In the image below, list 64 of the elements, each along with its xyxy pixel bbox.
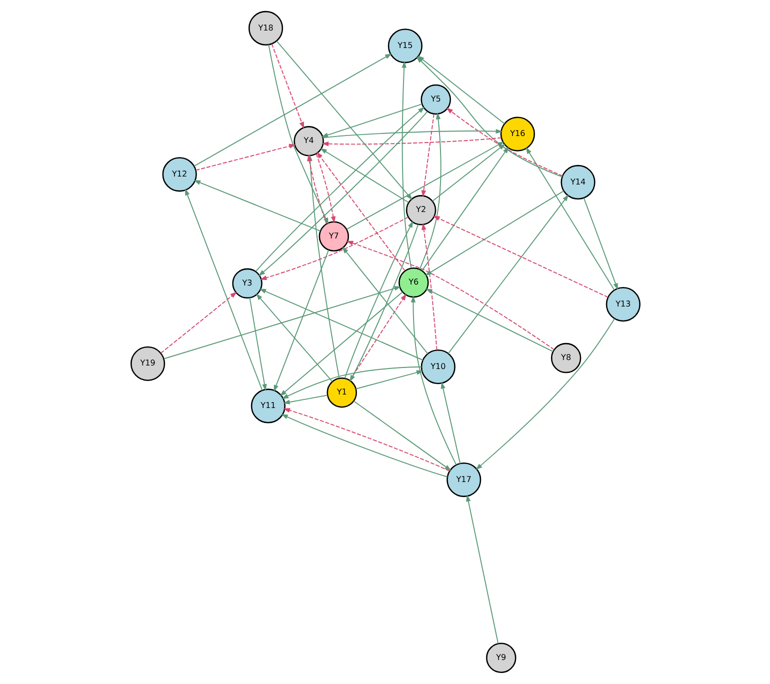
node-circle: Y7 [318, 221, 349, 252]
node-circle: Y16 [500, 116, 534, 152]
arrow [418, 112, 441, 270]
node-circle: Y13 [605, 287, 640, 322]
node-circle: Y1 [326, 377, 356, 408]
node-circle: Y12 [162, 157, 196, 192]
arrow [321, 137, 502, 146]
arrow [354, 370, 423, 390]
arrow [184, 188, 262, 391]
arrow [421, 223, 437, 350]
node-circle: Y6 [398, 267, 428, 298]
arrow [401, 61, 412, 269]
arrow [281, 366, 422, 399]
arrow [193, 180, 320, 232]
arrow [320, 104, 422, 138]
node-circle: Y8 [550, 342, 581, 374]
arrow [315, 153, 336, 224]
arrow [279, 292, 402, 396]
arrow [280, 414, 448, 478]
arrow [193, 54, 392, 167]
arrow [420, 114, 434, 198]
arrow [316, 152, 405, 272]
arrow [255, 293, 332, 382]
arrow [282, 394, 328, 404]
arrow [424, 190, 564, 276]
arrow [342, 246, 428, 354]
node-circle: Y4 [293, 126, 324, 156]
node-circle: Y2 [405, 195, 436, 226]
arrow [475, 318, 614, 470]
node-circle: Y9 [486, 642, 516, 673]
arrow [194, 144, 296, 171]
arrow [466, 494, 498, 644]
node-circle: Y5 [420, 84, 450, 115]
node-circle: Y14 [560, 164, 595, 200]
node-circle: Y19 [130, 346, 165, 381]
node-circle: Y10 [420, 350, 455, 384]
arrow [582, 197, 618, 290]
arrow [259, 216, 408, 280]
arrow [352, 400, 451, 471]
arrow [421, 146, 508, 272]
node-circle: Y3 [232, 268, 262, 299]
arrow [425, 288, 554, 352]
arrow [270, 43, 304, 129]
arrow [447, 194, 568, 354]
arrow [320, 148, 409, 203]
arrow [258, 288, 423, 361]
arrow [160, 292, 236, 354]
arrow [525, 147, 614, 291]
arrow [322, 128, 502, 138]
arrow [268, 44, 328, 224]
arrow [273, 250, 329, 392]
arrow [349, 224, 418, 382]
arrow [282, 408, 450, 472]
arrow [346, 240, 554, 350]
arrow [276, 40, 412, 200]
arrow [348, 294, 406, 381]
arrow [248, 297, 266, 391]
arrow [344, 220, 413, 379]
arrow [163, 286, 401, 360]
arrow [432, 216, 608, 298]
arrow [440, 382, 460, 464]
node-circle: Y18 [248, 10, 283, 46]
arrow [410, 296, 456, 466]
arrow [446, 108, 563, 176]
